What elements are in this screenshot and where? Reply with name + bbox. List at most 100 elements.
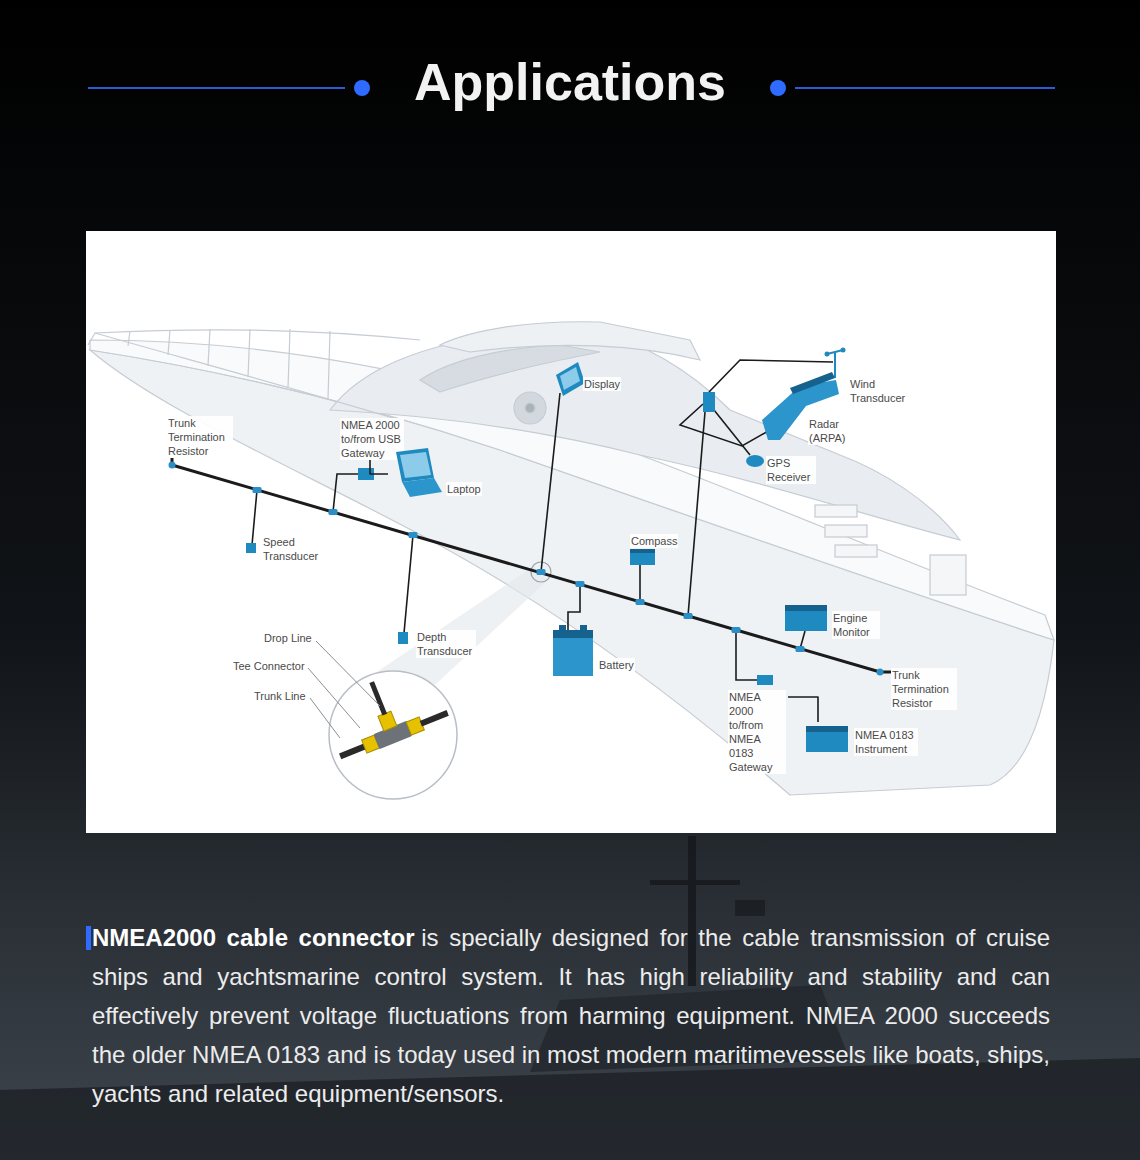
caption-text: is specially designed for the cable tran… bbox=[92, 924, 1050, 1107]
device-node: Compass bbox=[630, 534, 678, 548]
node-label: NMEA 2000 to/from USB Gateway bbox=[340, 418, 404, 460]
title-dot bbox=[354, 80, 370, 96]
tee-connector bbox=[636, 599, 645, 605]
node-label: Trunk Termination Resistor bbox=[891, 668, 957, 710]
tee-connector-picture bbox=[319, 660, 451, 764]
tee-connector bbox=[576, 581, 585, 587]
display-icon bbox=[556, 362, 585, 396]
drop-line bbox=[568, 584, 580, 630]
inset-callout: Trunk Line bbox=[253, 689, 307, 703]
drop-line bbox=[788, 697, 818, 722]
device-node: Depth Transducer bbox=[416, 630, 476, 658]
radar-dome bbox=[735, 900, 765, 916]
node-label: Laptop bbox=[446, 482, 482, 496]
laptop-screen bbox=[400, 452, 431, 478]
drop-line bbox=[333, 474, 360, 512]
wind-cup bbox=[825, 352, 830, 357]
rail-post bbox=[328, 331, 330, 399]
node-label: GPS Receiver bbox=[766, 456, 816, 484]
page-title: Applications bbox=[0, 50, 1140, 114]
compass-icon bbox=[630, 552, 655, 565]
node-label: Display bbox=[583, 377, 621, 391]
device-node: NMEA 2000 to/from USB Gateway bbox=[340, 418, 404, 460]
speed-transducer-icon bbox=[246, 543, 256, 553]
leader-line bbox=[308, 668, 360, 728]
node-label: NMEA 0183 Instrument bbox=[854, 728, 918, 756]
bow-rail bbox=[88, 330, 420, 345]
rail-post bbox=[168, 330, 170, 355]
device-node: Display bbox=[583, 377, 621, 391]
battery-icon bbox=[553, 630, 593, 676]
magnifier-cone bbox=[350, 566, 548, 690]
steering-hub bbox=[525, 403, 535, 413]
engine-monitor-top bbox=[785, 605, 827, 611]
node-label: Engine Monitor bbox=[832, 611, 880, 639]
tee-connector bbox=[796, 646, 805, 652]
rail-post bbox=[128, 331, 130, 346]
trunk-cable bbox=[421, 713, 448, 724]
device-node: GPS Receiver bbox=[766, 456, 816, 484]
inset-callout: Tee Connector bbox=[232, 659, 306, 673]
gps-cable bbox=[714, 410, 750, 455]
device-node: Engine Monitor bbox=[832, 611, 880, 639]
accent-bar bbox=[86, 926, 91, 950]
trunk-cable bbox=[340, 746, 366, 756]
ship-silhouette bbox=[0, 836, 1140, 1160]
drop-line bbox=[639, 564, 641, 602]
device-node: NMEA 2000 to/from NMEA 0183 Gateway bbox=[728, 690, 786, 774]
battery-terminal bbox=[580, 625, 587, 631]
inset-callout: Drop Line bbox=[263, 631, 313, 645]
tee-connector bbox=[732, 627, 741, 633]
leader-line bbox=[316, 641, 380, 706]
compass-top bbox=[630, 549, 655, 553]
rail-post bbox=[248, 329, 250, 377]
drop-line bbox=[736, 630, 757, 680]
yacht-illustration bbox=[88, 322, 1054, 795]
connector-nut bbox=[378, 711, 397, 731]
tee-connector bbox=[253, 487, 262, 493]
drop-line bbox=[404, 535, 413, 633]
drop-line bbox=[688, 412, 705, 616]
connector-nut bbox=[406, 717, 424, 735]
terminator-dot bbox=[169, 462, 176, 469]
device-node: NMEA 0183 Instrument bbox=[804, 722, 918, 756]
instrument-top bbox=[806, 726, 848, 732]
laptop-screen-frame bbox=[396, 448, 434, 482]
device-node: Trunk Termination Resistor bbox=[891, 668, 957, 710]
device-node: Trunk Termination Resistor bbox=[167, 416, 233, 458]
wind-cup bbox=[841, 348, 846, 353]
drop-line bbox=[252, 490, 257, 545]
instrument-box bbox=[806, 726, 848, 752]
stern-step bbox=[835, 545, 877, 557]
battery-top bbox=[553, 630, 593, 638]
diagram-panel bbox=[86, 231, 1056, 833]
node-label: Wind Transducer bbox=[849, 377, 909, 405]
drop-cable bbox=[372, 682, 385, 714]
cabin bbox=[330, 330, 960, 540]
wind-mast bbox=[834, 352, 836, 378]
tee-connector bbox=[409, 532, 418, 538]
device-node: Battery bbox=[598, 658, 635, 672]
inset-circle bbox=[329, 671, 457, 799]
device-node: Speed Transducer bbox=[262, 535, 322, 563]
node-label: Depth Transducer bbox=[416, 630, 476, 658]
node-label: Speed Transducer bbox=[262, 535, 322, 563]
tee-connectors bbox=[169, 462, 884, 676]
battery-terminal bbox=[559, 625, 566, 631]
caption-paragraph: NMEA2000 cable connectoris specially des… bbox=[92, 918, 1050, 1113]
rail-post bbox=[208, 329, 210, 366]
node-label: NMEA 2000 to/from NMEA 0183 Gateway bbox=[728, 690, 786, 774]
steering-wheel bbox=[514, 392, 546, 424]
laptop-icon bbox=[388, 448, 444, 500]
tee-connector bbox=[537, 569, 546, 575]
radar-antenna bbox=[790, 372, 835, 394]
junction-box bbox=[703, 392, 715, 412]
title-dot bbox=[770, 80, 786, 96]
stern-step bbox=[815, 505, 857, 517]
drop-line bbox=[541, 393, 560, 572]
node-label: Trunk Termination Resistor bbox=[167, 416, 233, 458]
engine-monitor-icon bbox=[785, 605, 827, 631]
device-node: Laptop bbox=[388, 448, 482, 496]
leader-line bbox=[310, 698, 340, 738]
